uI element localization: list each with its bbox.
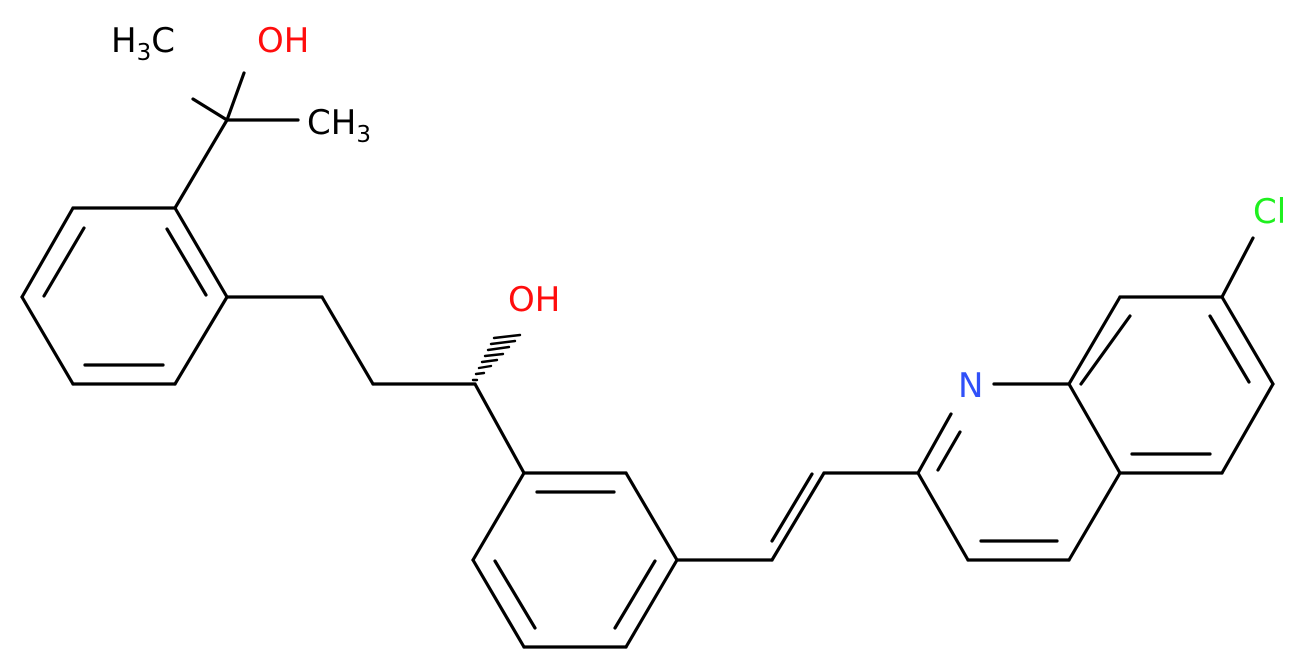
- ch3-left-label: H3C: [111, 21, 175, 66]
- hashed-wedge-bond: [471, 333, 522, 382]
- benzene-ring-a: [20, 206, 229, 386]
- n-quinoline-label: N: [958, 366, 983, 406]
- ch3-left-sub: 3: [137, 40, 152, 66]
- vinyl-linker: [675, 471, 920, 562]
- chiral-to-ring-bond: [473, 382, 526, 475]
- c-cl-bond: [1220, 236, 1255, 299]
- ch3-left-c: C: [151, 21, 175, 61]
- propyl-chain: [225, 295, 477, 386]
- ch3-left-h: H: [111, 21, 137, 61]
- quinoline-benzo-ring: [1067, 295, 1275, 475]
- quinoline-pyridine-ring: [916, 382, 1122, 562]
- ch3-right-c: CH: [307, 103, 356, 143]
- ch3-right-sub: 3: [356, 122, 371, 148]
- oh-chiral-label: OH: [508, 280, 560, 320]
- tertiary-alcohol-group: [173, 71, 300, 210]
- cl-label: Cl: [1253, 192, 1286, 232]
- oh-tertiary-label: OH: [257, 21, 309, 61]
- benzene-ring-b: [471, 471, 679, 649]
- ch3-right-label: CH3: [307, 103, 371, 148]
